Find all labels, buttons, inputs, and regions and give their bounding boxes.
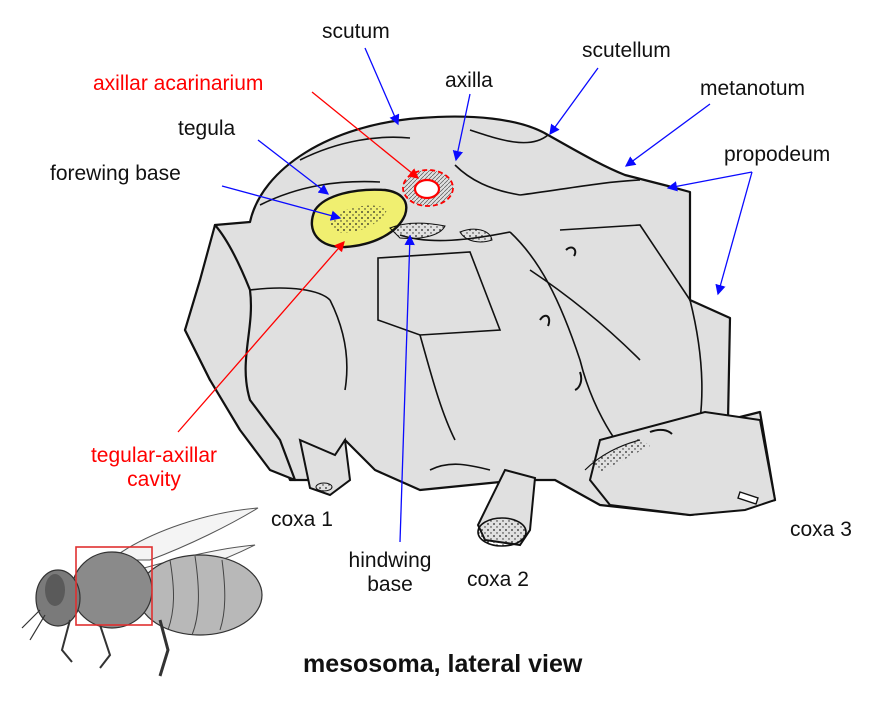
label-tegular-axillar-cavity: tegular-axillar cavity bbox=[74, 444, 234, 492]
label-tegular-axillar-cavity-line1: tegular-axillar bbox=[90, 444, 218, 467]
label-tegula: tegula bbox=[178, 117, 236, 140]
label-metanotum: metanotum bbox=[700, 77, 806, 100]
label-coxa-1: coxa 1 bbox=[271, 508, 333, 531]
label-axillar-acarinarium: axillar acarinarium bbox=[93, 72, 264, 95]
mesosoma-highlight-box bbox=[75, 546, 153, 626]
coxa-1-shape bbox=[298, 437, 352, 497]
label-coxa-3: coxa 3 bbox=[790, 518, 852, 541]
label-scutum: scutum bbox=[322, 20, 390, 43]
label-hindwing-base: hindwing base bbox=[330, 549, 450, 597]
coxa-3-shape bbox=[588, 410, 777, 517]
label-scutellum: scutellum bbox=[582, 39, 671, 62]
label-propodeum: propodeum bbox=[724, 143, 831, 166]
label-tegular-axillar-cavity-line2: cavity bbox=[127, 468, 181, 491]
honeybee-inset bbox=[21, 507, 263, 677]
red-leader-lines bbox=[177, 91, 420, 433]
blue-leader-lines bbox=[221, 47, 753, 543]
label-hindwing-base-line2: base bbox=[367, 573, 413, 596]
label-forewing-base: forewing base bbox=[50, 162, 181, 185]
forewing-base-stipple bbox=[330, 205, 388, 233]
label-hindwing-base-line1: hindwing bbox=[348, 549, 432, 572]
figure-caption: mesosoma, lateral view bbox=[303, 650, 583, 678]
label-axilla: axilla bbox=[445, 69, 493, 92]
acarinarium-inner bbox=[413, 178, 441, 200]
label-coxa-2: coxa 2 bbox=[467, 568, 529, 591]
